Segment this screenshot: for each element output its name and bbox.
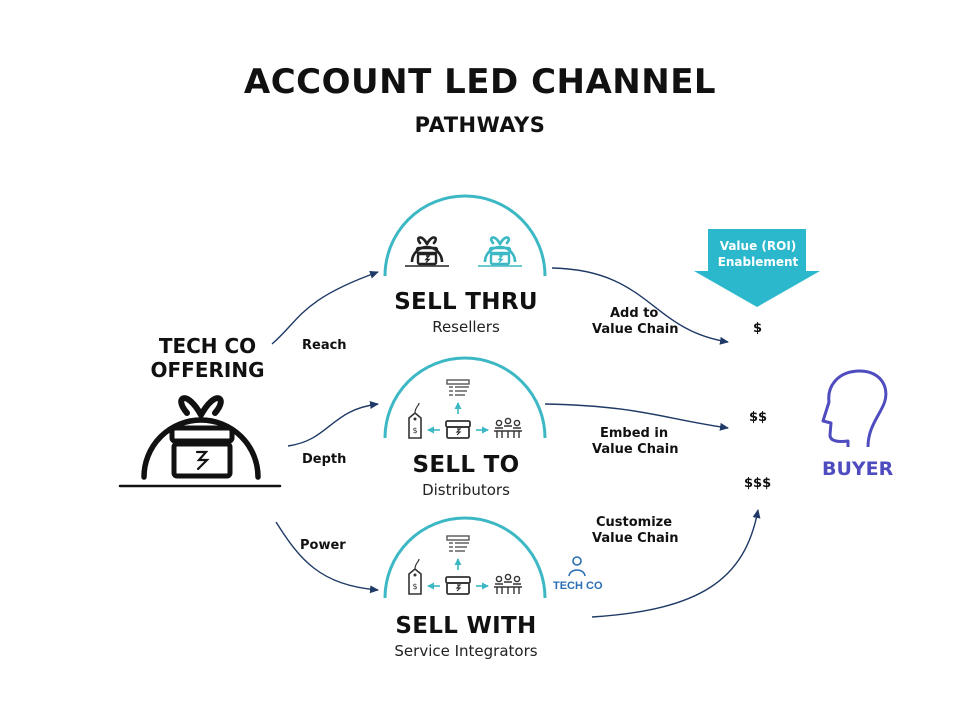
value-chain-verb: Embed in — [600, 426, 669, 441]
value-chain-noun: Value Chain — [592, 322, 679, 337]
page-subtitle: PATHWAYS — [414, 113, 546, 137]
person-icon — [568, 556, 586, 577]
price-level-3: $$$ — [744, 476, 772, 491]
value-chain-verb: Add to — [610, 306, 659, 321]
edge-label-reach: Reach — [302, 338, 347, 353]
value-chain-verb: Customize — [596, 515, 673, 530]
pathway-name-sell-thru: SELL THRU — [394, 289, 538, 315]
price-level-2: $$ — [749, 410, 768, 425]
sell-thru-dome — [383, 194, 547, 277]
banner-line2: Enablement — [717, 255, 799, 269]
offering-line2: OFFERING — [150, 358, 265, 382]
value-chain-noun: Value Chain — [592, 442, 679, 457]
value-chain-noun: Value Chain — [592, 531, 679, 546]
integrator-channel-icons — [409, 536, 522, 594]
edge-label-power: Power — [300, 538, 346, 553]
sell-with-dome — [383, 516, 547, 599]
offering-label: TECH CO OFFERING — [120, 334, 295, 382]
value-chain-label-add: Add to Value Chain — [592, 306, 678, 338]
offering-line1: TECH CO — [158, 334, 257, 358]
banner-line1: Value (ROI) — [719, 239, 797, 253]
gift-box-icon — [403, 236, 451, 268]
edge-label-depth: Depth — [302, 452, 347, 467]
gift-box-lightning-icon — [118, 395, 282, 488]
banner-text: Value (ROI) Enablement — [700, 238, 816, 270]
buyer-label: BUYER — [822, 458, 894, 480]
pathway-name-sell-to: SELL TO — [412, 452, 520, 478]
price-level-1: $ — [753, 321, 763, 336]
value-enablement-banner — [694, 229, 820, 307]
distributor-channel-icons — [409, 380, 522, 438]
pathway-sub-distributors: Distributors — [422, 481, 510, 499]
value-chain-label-embed: Embed in Value Chain — [592, 426, 678, 458]
value-chain-label-customize: Customize Value Chain — [592, 515, 678, 547]
sell-to-dome — [383, 356, 547, 439]
pathway-sub-service-integrators: Service Integrators — [394, 642, 538, 660]
techco-badge: TECH CO — [553, 580, 603, 592]
human-head-profile-icon — [821, 369, 888, 448]
pathway-name-sell-with: SELL WITH — [395, 613, 537, 639]
page-title: ACCOUNT LED CHANNEL — [243, 62, 717, 102]
pathway-sub-resellers: Resellers — [432, 318, 500, 336]
gift-box-icon — [476, 236, 524, 268]
